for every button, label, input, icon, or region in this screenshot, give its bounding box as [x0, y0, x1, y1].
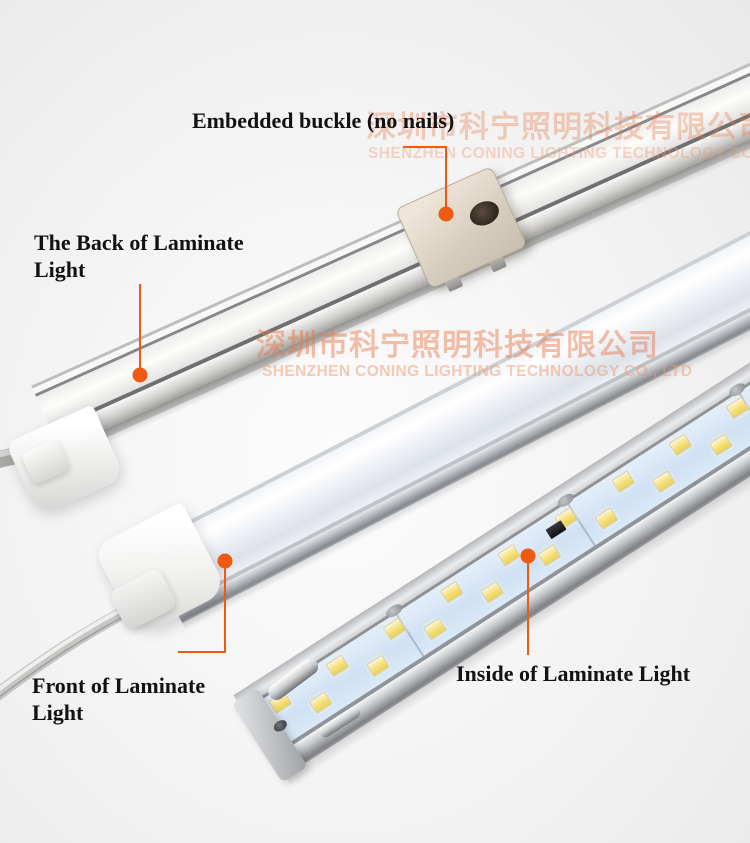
watermark-cn-middle: 深圳市科宁照明科技有限公司: [256, 328, 659, 363]
led-chip: [480, 580, 505, 604]
led-chip: [382, 617, 407, 641]
led-chip: [708, 433, 733, 457]
buckle-hole: [466, 196, 503, 231]
led-chip: [594, 507, 619, 530]
led-chip: [365, 654, 390, 678]
label-front-of-light: Front of Laminate Light: [32, 673, 206, 725]
label-back-of-light: The Back of Laminate Light: [34, 230, 244, 282]
led-chip: [725, 396, 750, 420]
led-chip: [611, 470, 636, 494]
label-inside-of-light: Inside of Laminate Light: [456, 661, 691, 686]
led-chip: [325, 654, 350, 678]
led-chip: [308, 691, 333, 715]
led-chip: [537, 543, 562, 567]
watermark-cn-top: 深圳市科宁照明科技有限公司: [366, 110, 750, 145]
led-chip: [496, 543, 521, 567]
watermark-en-top: SHENZHEN CONING LIGHTING TECHNOLOGY CO.,…: [368, 145, 750, 162]
watermark-en-middle: SHENZHEN CONING LIGHTING TECHNOLOGY CO.,…: [262, 363, 693, 380]
led-chip: [439, 580, 464, 604]
label-embedded-buckle: Embedded buckle (no nails): [192, 108, 455, 133]
led-chip: [651, 470, 676, 494]
led-chip: [668, 433, 693, 457]
led-chip: [423, 617, 448, 641]
